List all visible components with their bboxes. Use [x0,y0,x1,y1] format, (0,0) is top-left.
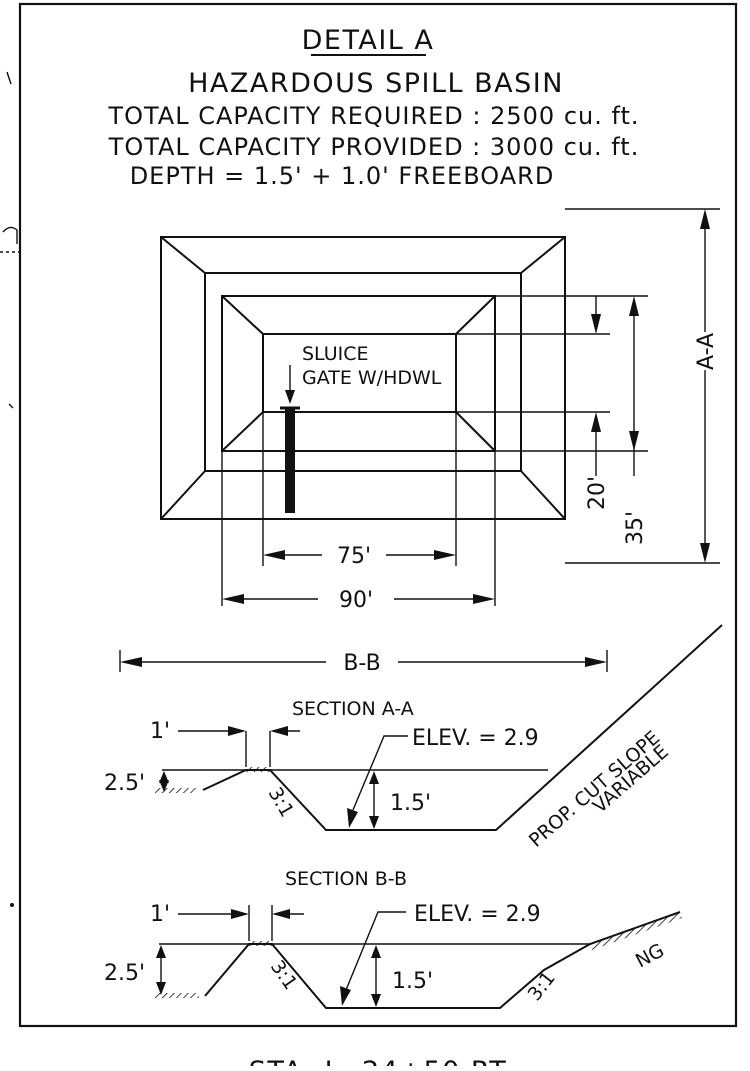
a-a-slope: 3:1 [264,784,298,821]
b-b-elevation: ELEV. = 2.9 [414,902,541,927]
dim-75-line [262,412,457,566]
section-a-a-profile [155,624,723,831]
natural-ground-label: NG [632,939,668,972]
depth-note: DEPTH = 1.5' + 1.0' FREEBOARD [130,162,555,190]
dim-35: 35' [623,511,648,545]
sluice-gate-label-2: GATE W/HDWL [302,367,442,389]
section-a-a-marker: A-A [694,333,719,370]
b-b-slope-right: 3:1 [524,967,560,1005]
margin-marks [0,71,20,907]
basin-plan [160,236,566,520]
dim-20: 20' [585,476,610,510]
sluice-gate-label: SLUICE [302,343,368,365]
dim-90: 90' [339,588,373,613]
section-a-a-title: SECTION A-A [292,698,414,720]
a-a-elevation: ELEV. = 2.9 [412,726,539,751]
a-a-top-width: 1' [150,719,170,744]
b-b-top-width: 1' [150,902,170,927]
section-b-b-profile [155,905,682,1009]
basin-name: HAZARDOUS SPILL BASIN [188,68,564,99]
station-label: STA -L- 24+50 RT [249,1056,507,1066]
dim-b-b-line [119,650,608,672]
capacity-provided: TOTAL CAPACITY PROVIDED : 3000 cu. ft. [108,133,640,161]
detail-border [18,2,738,1028]
detail-title: DETAIL A [302,25,435,56]
sluice-gate [280,365,300,513]
cut-slope-label: PROP. CUT SLOPE [525,727,664,852]
a-a-depth: 1.5' [390,791,431,816]
b-b-depth: 1.5' [392,969,433,994]
capacity-required: TOTAL CAPACITY REQUIRED : 2500 cu. ft. [107,102,639,130]
a-a-height: 2.5' [104,771,145,796]
dim-90-line [221,451,496,606]
section-b-b-marker: B-B [343,651,380,676]
section-b-b-title: SECTION B-B [285,868,407,890]
dim-vertical-lines [456,208,720,564]
dim-75: 75' [337,544,371,569]
b-b-slope-left: 3:1 [266,956,302,994]
b-b-height: 2.5' [104,961,145,986]
